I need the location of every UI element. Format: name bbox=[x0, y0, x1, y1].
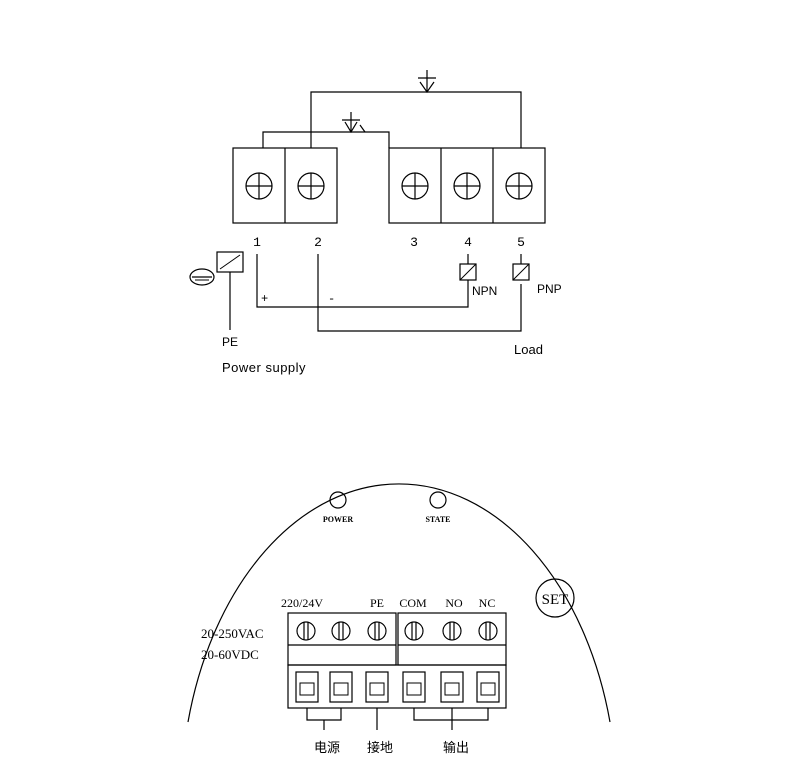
set-button[interactable]: SET bbox=[535, 578, 575, 618]
panel-screw-5 bbox=[442, 621, 462, 641]
power-supply-wiring bbox=[256, 254, 522, 332]
panel-screw-3 bbox=[367, 621, 387, 641]
terminal-label-nc: NC bbox=[479, 596, 496, 610]
terminal-number-5: 5 bbox=[517, 235, 525, 250]
npn-relay-coil bbox=[459, 263, 477, 290]
power-source-label: 电源 bbox=[314, 740, 340, 755]
state-led-icon bbox=[429, 491, 447, 509]
terminal-number-2: 2 bbox=[314, 235, 322, 250]
terminal-screw-1 bbox=[245, 172, 273, 200]
panel-screw-1 bbox=[296, 621, 316, 641]
terminal-plug bbox=[287, 664, 507, 709]
terminal-label-com: COM bbox=[399, 596, 427, 610]
plug-sockets bbox=[295, 671, 500, 703]
pe-label: PE bbox=[222, 335, 238, 349]
housing-outline bbox=[187, 483, 611, 723]
upper-switch-symbol bbox=[418, 70, 436, 94]
pnp-relay-coil bbox=[512, 263, 530, 281]
dc-range-label: 20-60VDC bbox=[201, 647, 259, 662]
npn-label: NPN bbox=[472, 284, 497, 298]
panel-screw-2 bbox=[331, 621, 351, 641]
positive-sign: + bbox=[261, 292, 268, 306]
terminal-screw-3 bbox=[401, 172, 429, 200]
power-led-icon bbox=[329, 491, 347, 509]
terminal-block-right bbox=[388, 147, 546, 224]
negative-sign: - bbox=[328, 292, 335, 306]
set-button-label: SET bbox=[542, 592, 569, 608]
panel-screw-6 bbox=[478, 621, 498, 641]
upper-switch-wire bbox=[310, 91, 522, 148]
terminal-screw-5 bbox=[505, 172, 533, 200]
terminal-number-1: 1 bbox=[253, 235, 261, 250]
pe-coil-symbol bbox=[216, 251, 244, 330]
load-label: Load bbox=[514, 342, 543, 357]
device-panel: POWER STATE SET 220/24V PE COM NO NC 20-… bbox=[187, 483, 611, 755]
terminal-label-220-24v: 220/24V bbox=[281, 596, 323, 610]
terminal-number-3: 3 bbox=[410, 235, 418, 250]
terminal-block-left bbox=[232, 147, 338, 224]
terminal-label-pe: PE bbox=[370, 596, 384, 610]
terminal-number-4: 4 bbox=[464, 235, 472, 250]
state-led-label: STATE bbox=[425, 515, 450, 524]
ground-icon bbox=[189, 268, 215, 286]
terminal-label-no: NO bbox=[445, 596, 463, 610]
terminal-screw-4 bbox=[453, 172, 481, 200]
lower-switch-wire bbox=[262, 131, 390, 148]
bracket-leads bbox=[306, 708, 489, 730]
wiring-diagram: 1 2 3 4 5 + - NPN PNP bbox=[189, 70, 562, 375]
power-supply-label: Power supply bbox=[222, 360, 306, 375]
pnp-label: PNP bbox=[537, 282, 562, 296]
output-label: 输出 bbox=[443, 740, 469, 755]
ac-range-label: 20-250VAC bbox=[201, 626, 264, 641]
ground-label: 接地 bbox=[367, 740, 393, 755]
terminal-screw-2 bbox=[297, 172, 325, 200]
lower-switch-symbol bbox=[342, 112, 366, 134]
panel-screw-4 bbox=[404, 621, 424, 641]
power-led-label: POWER bbox=[323, 515, 353, 524]
